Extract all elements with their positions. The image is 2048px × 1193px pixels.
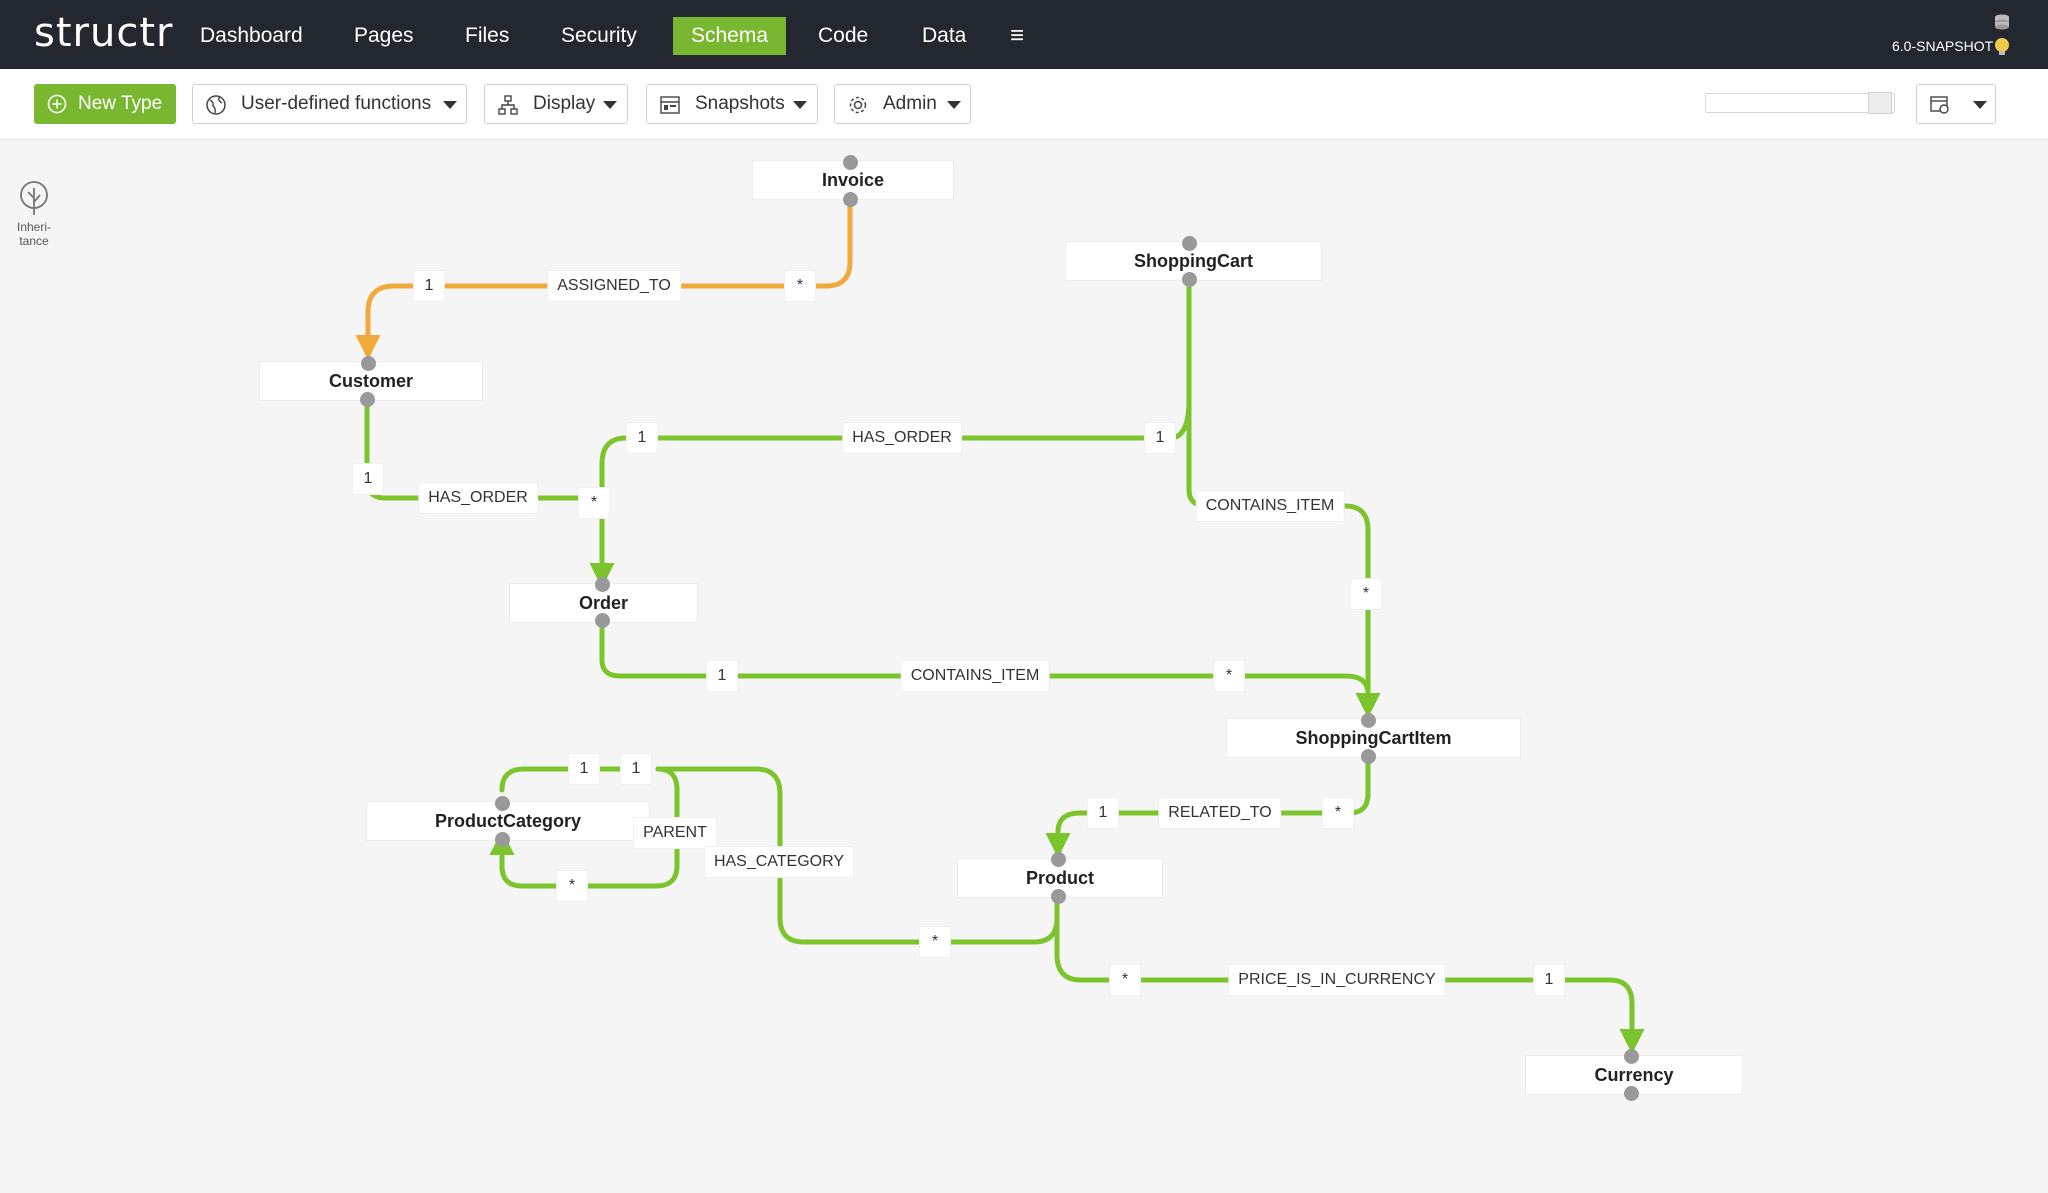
cardinality-label[interactable]: 1 [1534,965,1564,995]
node-anchor[interactable] [1623,1048,1639,1064]
node-anchor[interactable] [842,154,858,170]
node-anchor[interactable] [594,576,610,592]
structr-logo[interactable]: structr [34,10,174,56]
admin-dropdown[interactable]: Admin [834,84,971,124]
chevron-down-icon [1973,101,1987,109]
rel-assigned-to[interactable]: ASSIGNED_TO [548,271,680,301]
nav-code[interactable]: Code [818,24,869,47]
node-anchor[interactable] [1181,271,1197,287]
edge-has-category [655,766,1060,945]
rel-order-contains-item[interactable]: CONTAINS_ITEM [901,661,1049,691]
nav-schema[interactable]: Schema [673,17,787,55]
cardinality-label[interactable]: * [1214,661,1244,691]
rel-price-is-in-currency[interactable]: PRICE_IS_IN_CURRENCY [1229,965,1445,995]
display-label: Display [533,93,596,114]
zoom-slider[interactable] [1705,92,1895,114]
top-navigation: structr Dashboard Pages Files Security S… [0,0,2048,69]
cardinality-label[interactable]: * [785,271,815,301]
lightbulb-icon[interactable] [1994,37,2010,57]
node-anchor[interactable] [494,795,510,811]
cardinality-label[interactable]: * [579,488,609,518]
chevron-down-icon [793,101,807,109]
node-anchor[interactable] [842,191,858,207]
chevron-down-icon [947,101,961,109]
node-anchor[interactable] [594,612,610,628]
cardinality-label[interactable]: 1 [353,464,383,494]
chevron-down-icon [603,101,617,109]
cardinality-label[interactable]: 1 [627,423,657,453]
cardinality-label[interactable]: 1 [1088,798,1118,828]
nav-files[interactable]: Files [465,24,510,47]
rel-cart-contains-item[interactable]: CONTAINS_ITEM [1196,491,1344,521]
cardinality-label[interactable]: 1 [621,754,651,784]
inheritance-toggle[interactable]: Inheri- tance [12,180,56,248]
database-icon[interactable] [1994,14,2010,32]
node-anchor[interactable] [494,831,510,847]
globe-icon [206,95,226,115]
cardinality-label[interactable]: 1 [414,271,444,301]
snapshots-label: Snapshots [695,93,785,114]
schema-settings-dropdown[interactable] [1916,84,1996,124]
new-type-button[interactable]: New Type [34,84,176,124]
rel-cart-has-order[interactable]: HAS_ORDER [843,423,961,453]
node-anchor[interactable] [1050,851,1066,867]
cardinality-label[interactable]: 1 [707,661,737,691]
edge-parent [502,766,680,889]
rel-related-to[interactable]: RELATED_TO [1159,798,1281,828]
rel-has-category[interactable]: HAS_CATEGORY [704,847,854,877]
hierarchy-icon [498,95,518,115]
settings-window-icon [1930,96,1949,114]
node-anchor[interactable] [1360,748,1376,764]
cardinality-label[interactable]: * [1110,965,1140,995]
chevron-down-icon [443,101,457,109]
user-defined-functions-dropdown[interactable]: User-defined functions [192,84,467,124]
schema-toolbar: New Type User-defined functions Display … [0,69,2048,140]
snapshot-icon [660,96,680,114]
gear-icon [849,96,867,114]
node-anchor[interactable] [1181,235,1197,251]
inheritance-label-line2: tance [19,234,49,248]
node-anchor[interactable] [359,391,375,407]
cardinality-label[interactable]: * [1323,798,1353,828]
cardinality-label[interactable]: 1 [569,754,599,784]
cardinality-label[interactable]: 1 [1145,423,1175,453]
cardinality-label[interactable]: * [1351,579,1381,609]
node-anchor[interactable] [1050,888,1066,904]
cardinality-label[interactable]: * [920,927,950,957]
zoom-slider-handle[interactable] [1868,92,1892,114]
nav-security[interactable]: Security [561,24,637,47]
rel-parent[interactable]: PARENT [634,818,716,848]
tree-icon [20,181,48,215]
new-type-label: New Type [78,93,163,114]
more-menu-icon[interactable]: ≡ [1010,22,1025,49]
display-dropdown[interactable]: Display [484,84,628,124]
user-defined-functions-label: User-defined functions [241,93,432,114]
nav-dashboard[interactable]: Dashboard [200,24,303,47]
node-anchor[interactable] [1623,1085,1639,1101]
inheritance-label-line1: Inheri- [16,220,51,234]
plus-circle-icon [47,94,67,114]
version-label: 6.0-SNAPSHOT [1892,38,1994,54]
cardinality-label[interactable]: * [557,871,587,901]
node-anchor[interactable] [360,355,376,371]
rel-customer-has-order[interactable]: HAS_ORDER [419,483,537,513]
admin-label: Admin [883,93,937,114]
snapshots-dropdown[interactable]: Snapshots [646,84,818,124]
node-anchor[interactable] [1360,712,1376,728]
nav-pages[interactable]: Pages [354,24,414,47]
nav-data[interactable]: Data [922,24,967,47]
